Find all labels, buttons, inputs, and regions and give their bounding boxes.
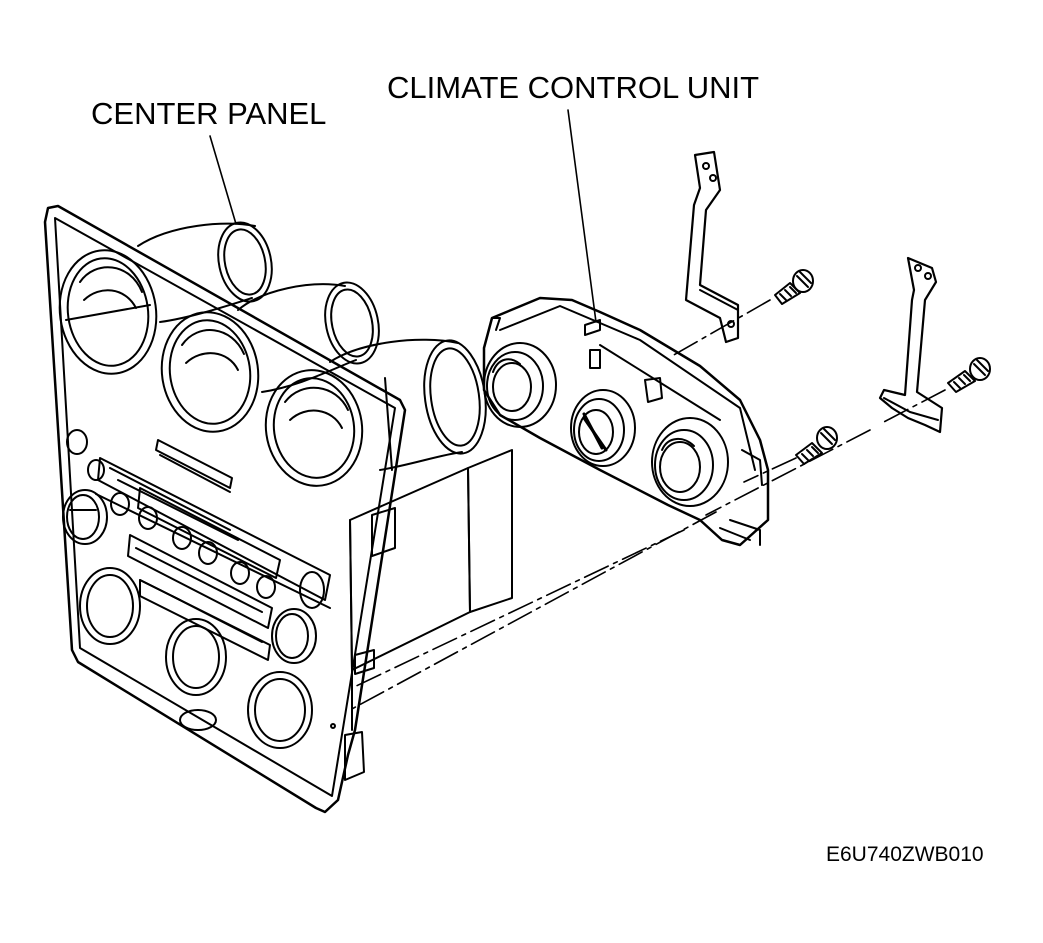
screw-top-right [948, 358, 990, 392]
hazard-slot-line [160, 455, 230, 492]
screw-top-left [775, 270, 813, 304]
screw-middle [796, 427, 837, 464]
climate-unit-body [484, 298, 768, 545]
climate-center-knob [571, 390, 635, 466]
panel-vent-left [52, 244, 164, 380]
vent-duct-center [238, 277, 386, 392]
climate-control-unit [484, 298, 768, 545]
center-panel-housing [345, 450, 512, 780]
panel-vent-right [258, 364, 369, 492]
climate-left-knob [484, 343, 556, 427]
center-panel-bezel [45, 206, 405, 812]
hazard-slot [156, 440, 232, 488]
center-panel-label: CENTER PANEL [91, 96, 327, 131]
bracket-right [880, 258, 942, 432]
climate-right-knob [652, 418, 728, 506]
audio-unit [63, 430, 330, 663]
assembly-guide-lines [350, 300, 945, 710]
bracket-left [686, 152, 738, 342]
climate-control-unit-label: CLIMATE CONTROL UNIT [387, 70, 760, 105]
leader-lines [210, 110, 596, 322]
figure-code: E6U740ZWB010 [826, 843, 984, 866]
panel-vent-center [154, 306, 266, 438]
vent-duct-left [138, 217, 279, 322]
leader-climate-unit [568, 110, 596, 322]
panel-lower-dials [80, 568, 335, 748]
leader-center-panel [210, 136, 236, 224]
center-panel [45, 206, 512, 812]
